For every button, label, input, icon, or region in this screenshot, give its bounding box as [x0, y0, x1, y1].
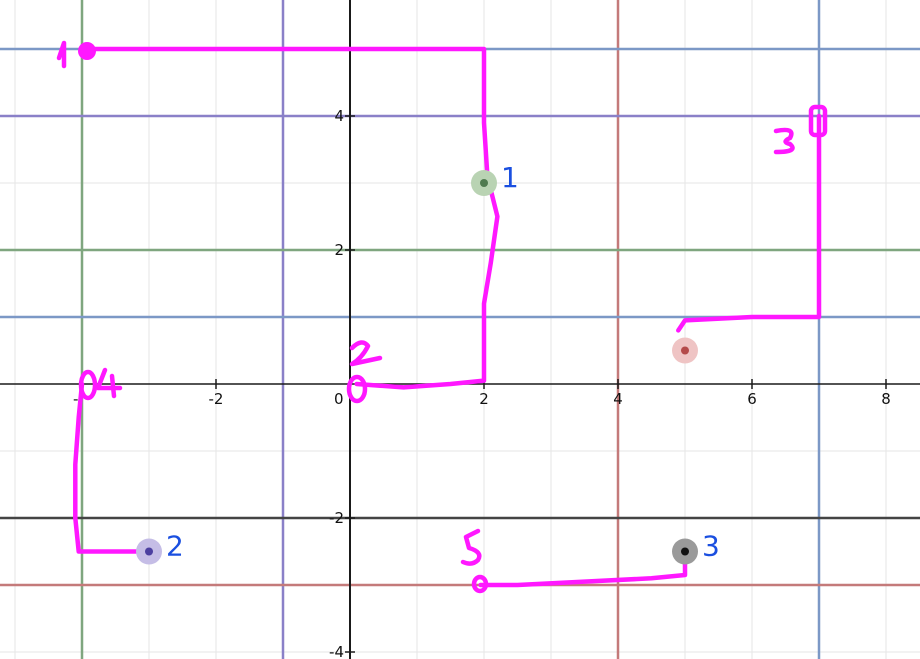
point-unlabeled[interactable]	[672, 337, 698, 364]
point-1[interactable]: 1	[471, 161, 519, 196]
x-tick-label: 4	[613, 390, 623, 408]
point-dot	[480, 179, 488, 187]
x-tick-label: 6	[747, 390, 757, 408]
ink-path-1	[86, 46, 500, 390]
x-tick-label: 8	[881, 390, 891, 408]
ink-path-5	[478, 559, 688, 588]
ink-annotations	[56, 40, 828, 594]
ink-number-1	[56, 40, 96, 69]
point-label: 2	[166, 530, 184, 563]
origin-label: 0	[334, 390, 344, 408]
y-tick-label: -4	[329, 643, 344, 659]
point-label: 1	[501, 161, 519, 194]
tick-labels: -2 2 4 6 8 -4 -2 2 4	[209, 107, 891, 659]
point-label: 3	[702, 530, 720, 563]
ink-path-4	[73, 381, 138, 554]
y-tick-label: -2	[329, 509, 344, 527]
point-dot	[681, 346, 689, 355]
y-tick-label: 2	[334, 241, 344, 259]
y-tick-label: 4	[334, 107, 344, 125]
ink-path-3	[676, 113, 822, 333]
ink-number-5	[460, 528, 489, 594]
point-2[interactable]: 2	[136, 530, 184, 565]
x-tick-label: 2	[479, 390, 489, 408]
point-dot	[681, 547, 689, 556]
point-3[interactable]: 3	[672, 530, 720, 565]
point-dot	[145, 547, 153, 556]
points: 1 2 3	[136, 161, 720, 565]
x-tick-label-clipped: -	[73, 390, 78, 408]
ink-number-2	[346, 340, 383, 404]
x-tick-label: -2	[209, 390, 224, 408]
